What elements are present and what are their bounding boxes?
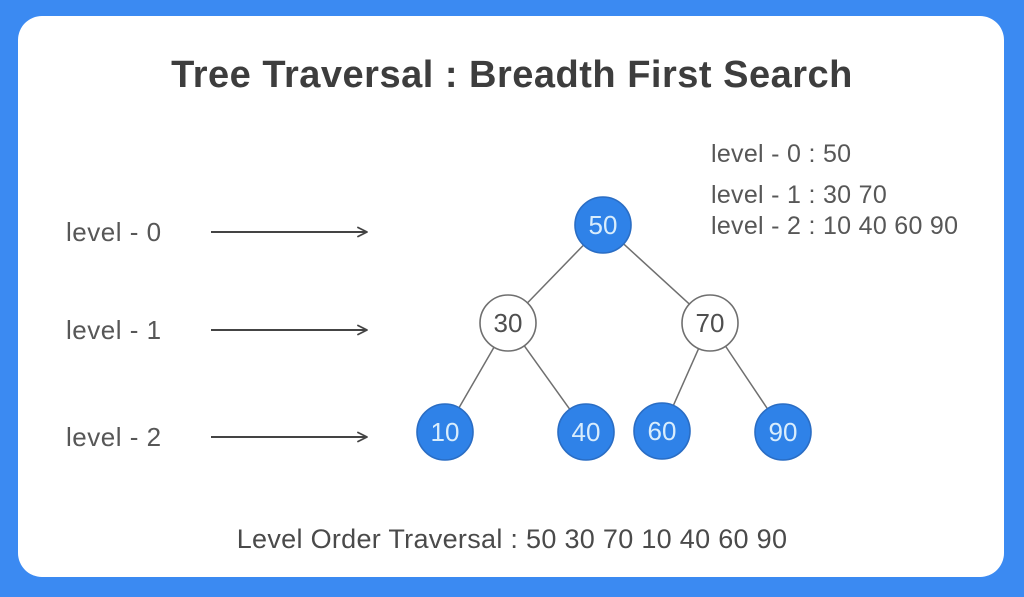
level-0-label: level - 0 [66,217,162,247]
level-1-label: level - 1 [66,315,162,345]
level-2-summary: level - 2 : 10 40 60 90 [711,212,959,240]
level-1-summary: level - 1 : 30 70 [711,181,888,209]
traversal-caption: Level Order Traversal : 50 30 70 10 40 6… [236,524,788,554]
level-0-summary: level - 0 : 50 [711,140,852,168]
diagram-title: Tree Traversal : Breadth First Search [171,54,853,96]
content-panel [18,16,1004,577]
level-2-label: level - 2 [66,422,162,452]
